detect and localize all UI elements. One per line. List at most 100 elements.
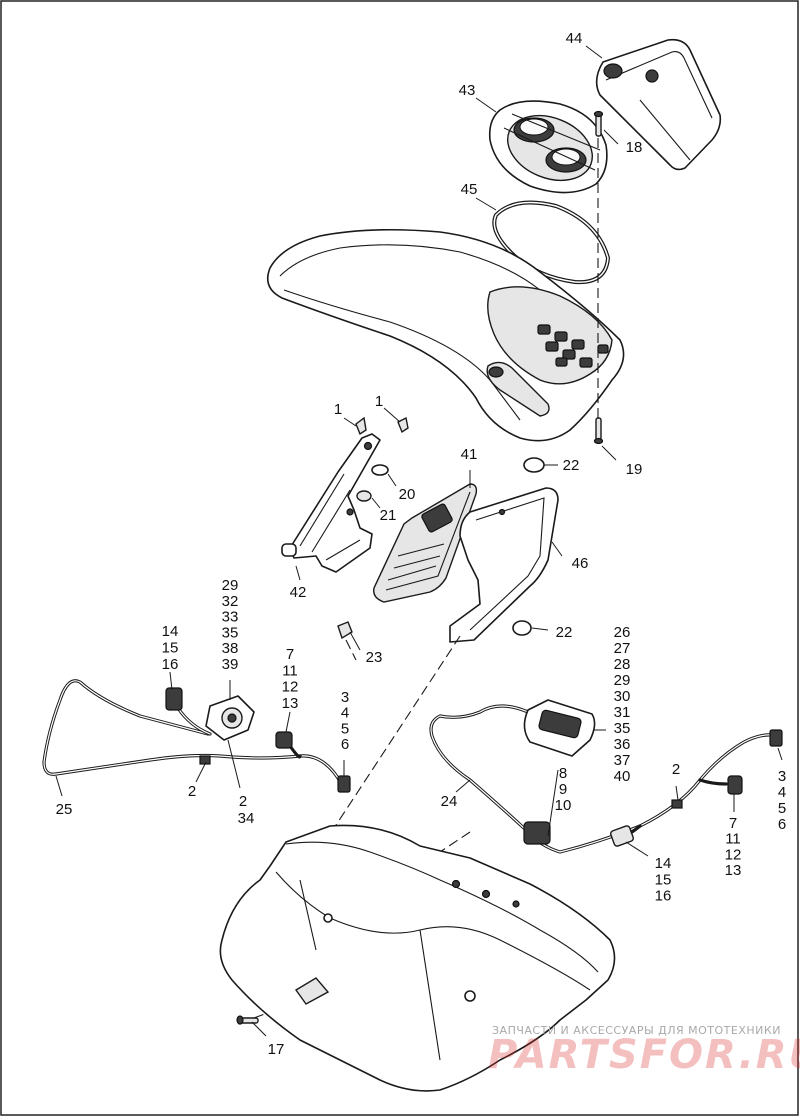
callout-2b: 2 [239, 793, 247, 810]
stack-right-plug-item: 7 [729, 815, 737, 832]
part-25-left-harness [42, 679, 346, 792]
callout-labels: 44 43 18 45 1 1 41 22 19 20 21 46 42 22 … [56, 30, 681, 1058]
part-43-speaker [488, 100, 608, 194]
saddlebag-lid [266, 228, 625, 442]
stack-right-plug-item: 12 [725, 846, 742, 863]
callout-24: 24 [441, 793, 458, 810]
callout-2c: 2 [672, 761, 680, 778]
callout-17: 17 [268, 1041, 285, 1058]
callout-22b: 22 [556, 624, 573, 641]
callout-46: 46 [572, 555, 589, 572]
stack-left-plug-item: 7 [286, 646, 294, 663]
callout-1a: 1 [334, 401, 342, 418]
right-plug-8-10 [523, 821, 551, 845]
right-plug-7-13 [727, 775, 743, 795]
left-connector-14-16 [165, 687, 183, 711]
saddlebag-body [219, 824, 616, 1092]
callout-18: 18 [626, 139, 643, 156]
watermark: ЗАПЧАСТИ И АКСЕССУАРЫ ДЛЯ МОТОТЕХНИКИ PA… [488, 1024, 800, 1078]
part-1-screws [355, 416, 409, 436]
callout-34: 34 [238, 810, 255, 827]
left-switch-assembly [205, 695, 255, 741]
stack-left-term-item: 6 [341, 736, 349, 753]
stack-right-connector-item: 15 [655, 871, 672, 888]
stack-left-term-item: 5 [341, 720, 349, 737]
stack-right-switch-item: 36 [614, 736, 631, 753]
callout-25: 25 [56, 801, 73, 818]
stack-right-switch-item: 40 [614, 768, 631, 785]
stack-right-810-item: 8 [559, 765, 567, 782]
part-21-bushing [356, 490, 372, 502]
stack-right-switch-item: 37 [614, 752, 631, 769]
part-17-screw [236, 1015, 259, 1025]
stack-right-term-item: 3 [778, 768, 786, 785]
callout-21: 21 [380, 507, 397, 524]
part-44-speaker-grille [595, 38, 722, 171]
stack-right-switch-item: 30 [614, 688, 631, 705]
stack-right-connector-item: 16 [655, 888, 672, 905]
watermark-tagline: ЗАПЧАСТИ И АКСЕССУАРЫ ДЛЯ МОТОТЕХНИКИ [492, 1024, 781, 1037]
stack-left-switch-item: 32 [222, 593, 239, 610]
watermark-site: PARTSFOR.RU [488, 1032, 800, 1078]
stack-left-switch-item: 35 [222, 624, 239, 641]
stack-right-810-item: 9 [559, 781, 567, 798]
right-terminal-3-6 [769, 729, 783, 747]
stack-right-switch-item: 31 [614, 704, 631, 721]
stack-right-connector-item: 14 [655, 855, 672, 872]
stack-right-switch-item: 35 [614, 720, 631, 737]
right-cable-tie [671, 799, 683, 809]
stack-right-term-item: 5 [778, 800, 786, 817]
stack-left-switch-item: 38 [222, 640, 239, 657]
stack-left-connector-item: 15 [162, 640, 179, 657]
callout-45: 45 [461, 181, 478, 198]
stack-right-switch-item: 26 [614, 624, 631, 641]
right-switch-assembly [523, 699, 596, 757]
callout-20: 20 [399, 486, 416, 503]
callout-19: 19 [626, 461, 643, 478]
part-18-screw [593, 110, 604, 137]
part-22-plug-upper [523, 457, 545, 473]
stack-left-term-item: 4 [341, 705, 349, 722]
part-46-cover-plate [449, 487, 559, 643]
part-22-plug-lower [512, 620, 532, 636]
speaker-vent-holes [537, 324, 609, 368]
right-connector-14-16 [610, 825, 634, 847]
part-20-washer [371, 464, 389, 476]
callout-22a: 22 [563, 457, 580, 474]
callout-2a: 2 [188, 783, 196, 800]
left-cable-tie [199, 755, 211, 765]
stack-left-connector-item: 16 [162, 656, 179, 673]
part-23-nut [337, 621, 353, 640]
stack-left-plug-item: 12 [282, 679, 299, 696]
stack-right-term-item: 4 [778, 784, 786, 801]
logo-badge-icon [603, 63, 623, 79]
stack-left-switch-item: 29 [222, 577, 239, 594]
callout-44: 44 [566, 30, 583, 47]
stack-right-term-item: 6 [778, 816, 786, 833]
part-42-hinge-bracket [281, 433, 381, 573]
stack-right-switch-item: 28 [614, 656, 631, 673]
stack-left-switch-item: 33 [222, 609, 239, 626]
stack-right-plug-item: 11 [725, 831, 741, 848]
stack-left-switch-item: 39 [222, 656, 239, 673]
part-45-gasket [492, 200, 611, 285]
stack-right-810-item: 10 [555, 797, 572, 814]
leader-lines [55, 45, 783, 1037]
left-plug-7-13 [275, 731, 293, 749]
callout-1b: 1 [375, 393, 383, 410]
callout-23: 23 [366, 649, 383, 666]
stack-left-plug-item: 11 [282, 662, 298, 679]
stack-right-switch-item: 27 [614, 640, 631, 657]
left-terminal-3-6 [337, 775, 351, 793]
stack-left-connector-item: 14 [162, 623, 179, 640]
part-41-switch-bracket [373, 483, 478, 603]
callout-41: 41 [461, 446, 478, 463]
stack-right-switch-item: 29 [614, 672, 631, 689]
stack-left-plug-item: 13 [282, 695, 299, 712]
callout-42: 42 [290, 584, 307, 601]
part-19-screw [593, 417, 604, 445]
